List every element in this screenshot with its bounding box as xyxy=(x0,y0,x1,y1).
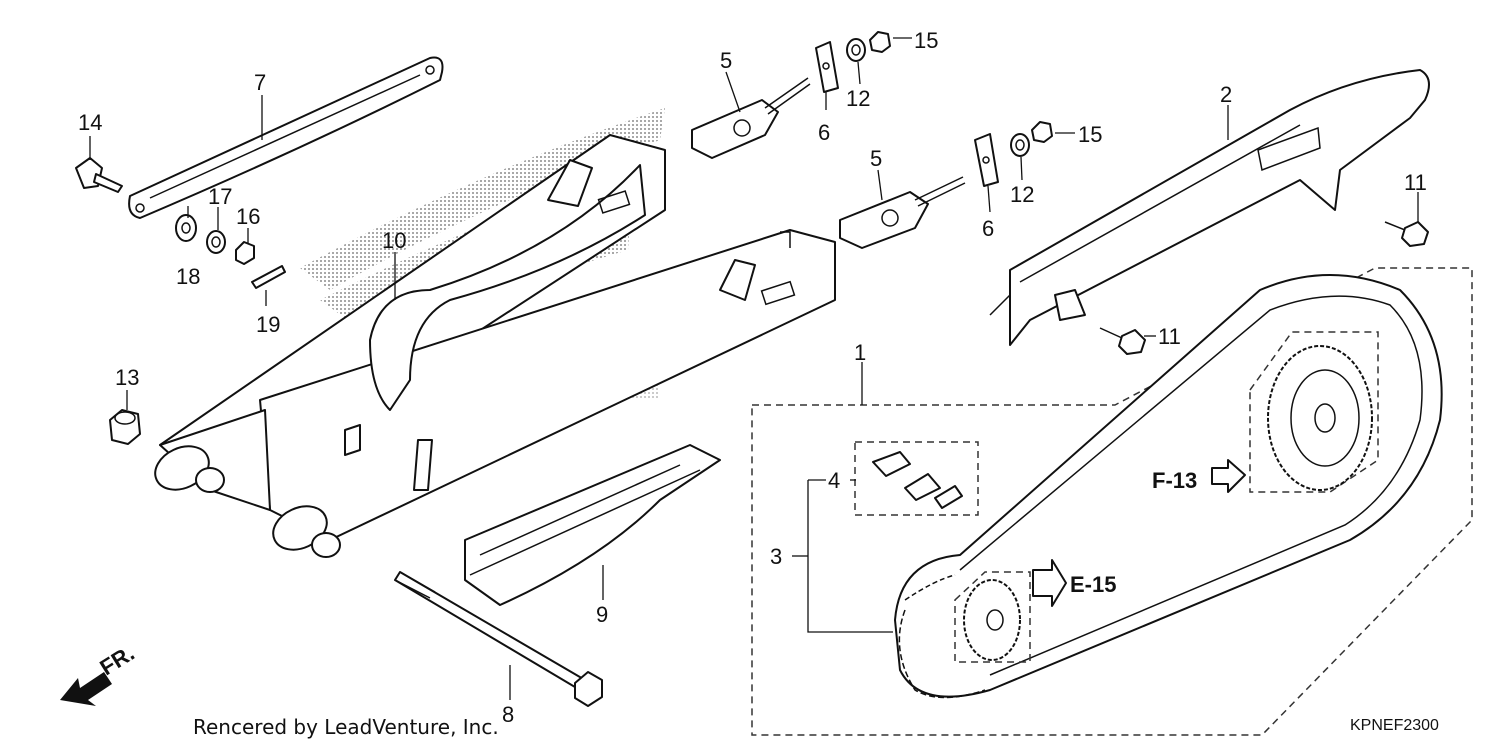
adjuster-plate-upper xyxy=(815,41,839,93)
bushing-13 xyxy=(109,409,141,445)
label-5-lower: 5 xyxy=(870,146,882,171)
label-14: 14 xyxy=(78,110,102,135)
nut-16 xyxy=(235,241,255,265)
ref-f13-label: F-13 xyxy=(1152,468,1197,493)
adjuster-plate-lower xyxy=(974,133,999,187)
label-18: 18 xyxy=(176,264,200,289)
master-link-kit xyxy=(854,441,979,516)
chain-adjuster-upper xyxy=(691,77,811,159)
drive-sprocket xyxy=(954,571,1031,663)
label-16: 16 xyxy=(236,204,260,229)
nut-15-lower xyxy=(1031,121,1053,143)
swingarm xyxy=(154,134,836,558)
label-17: 17 xyxy=(208,184,232,209)
washer-18 xyxy=(175,214,197,242)
label-11-lower: 11 xyxy=(1158,324,1181,349)
label-19: 19 xyxy=(256,312,280,337)
label-6-upper: 6 xyxy=(818,120,830,145)
label-1: 1 xyxy=(854,340,866,365)
label-2: 2 xyxy=(1220,82,1232,107)
label-13: 13 xyxy=(115,365,139,390)
label-3: 3 xyxy=(770,544,782,569)
pivot-bolt xyxy=(394,571,603,707)
label-6-lower: 6 xyxy=(982,216,994,241)
label-7: 7 xyxy=(254,70,266,95)
washer-12-upper xyxy=(846,38,866,62)
ref-e15-label: E-15 xyxy=(1070,572,1116,597)
label-5-upper: 5 xyxy=(720,48,732,73)
chain-guide-plate xyxy=(128,56,444,219)
bolt-11-upper xyxy=(1384,221,1429,247)
bolt-11-lower xyxy=(1099,327,1146,355)
label-15-lower: 15 xyxy=(1078,122,1102,147)
label-8: 8 xyxy=(502,702,514,727)
diagram-code: KPNEF2300 xyxy=(1350,717,1439,734)
label-4: 4 xyxy=(828,468,840,493)
chain-slider xyxy=(464,444,721,606)
arrow-e15 xyxy=(1032,559,1067,607)
leader-lines xyxy=(89,37,1419,700)
chain-case xyxy=(989,69,1430,346)
washer-17 xyxy=(206,230,226,254)
label-11-upper: 11 xyxy=(1404,170,1427,195)
driven-sprocket xyxy=(1249,331,1379,493)
label-12-upper: 12 xyxy=(846,86,870,111)
bolt-14 xyxy=(75,157,123,193)
label-15-upper: 15 xyxy=(914,28,938,53)
render-credit: Rencered by LeadVenture, Inc. xyxy=(193,715,499,739)
washer-12-lower xyxy=(1010,133,1030,157)
arrow-f13 xyxy=(1211,459,1246,493)
part-number-labels: 7 14 17 16 18 19 10 13 5 6 12 15 5 6 12 … xyxy=(78,28,1427,727)
nut-15-upper xyxy=(869,31,891,53)
label-9: 9 xyxy=(596,602,608,627)
chain-adjuster-lower xyxy=(839,176,966,249)
front-arrow-icon xyxy=(60,672,112,706)
label-12-lower: 12 xyxy=(1010,182,1034,207)
cotter-pin-19 xyxy=(251,265,286,289)
label-10: 10 xyxy=(382,228,406,253)
